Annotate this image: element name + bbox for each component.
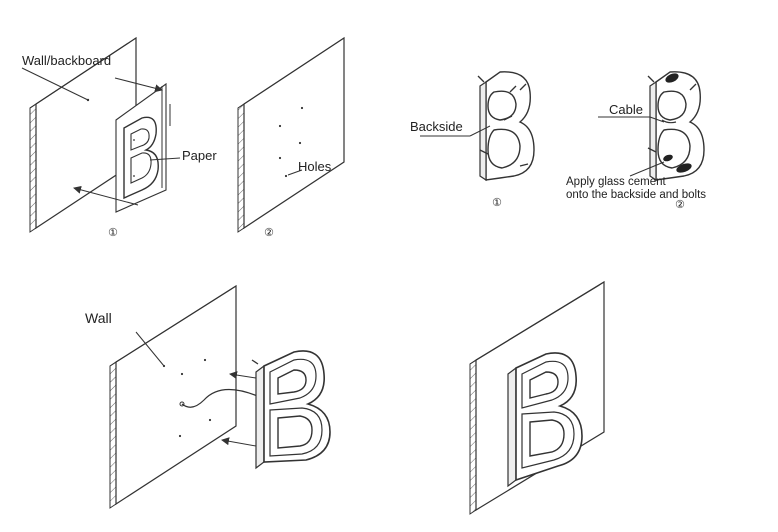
step-left-1: ①	[108, 227, 118, 239]
cable	[181, 388, 263, 408]
hole-dot	[278, 124, 282, 128]
hole-dot	[300, 106, 304, 110]
hole-dot	[284, 174, 288, 178]
label-cable: Cable	[609, 102, 643, 117]
glue-patch	[676, 163, 692, 173]
label-wall-backboard: Wall/backboard	[22, 53, 111, 68]
panel-backside: Backside ①	[410, 71, 535, 209]
glue-patch	[663, 154, 673, 162]
hole-dot	[298, 141, 302, 145]
step-right-2: ②	[675, 199, 685, 211]
cable	[661, 119, 677, 124]
label-holes: Holes	[298, 159, 332, 174]
hole-dot	[278, 156, 282, 160]
panel-wall-paper: Wall/backboard Paper ①	[21, 36, 217, 239]
panel-finished	[469, 280, 605, 515]
panel-cable-cement: Cable Apply glass cement onto the backsi…	[566, 71, 706, 211]
label-wall: Wall	[85, 310, 112, 326]
step-left-2: ②	[264, 227, 274, 239]
glue-patch	[665, 73, 679, 83]
panel-mount-on-wall: Wall	[85, 284, 331, 509]
label-backside: Backside	[410, 119, 463, 134]
panel-wall-holes: Holes ②	[237, 36, 345, 239]
label-glass-cement-line1: Apply glass cement	[566, 176, 667, 188]
label-glass-cement-line2: onto the backside and bolts	[566, 189, 706, 201]
label-paper: Paper	[182, 148, 217, 163]
step-right-1: ①	[492, 197, 502, 209]
